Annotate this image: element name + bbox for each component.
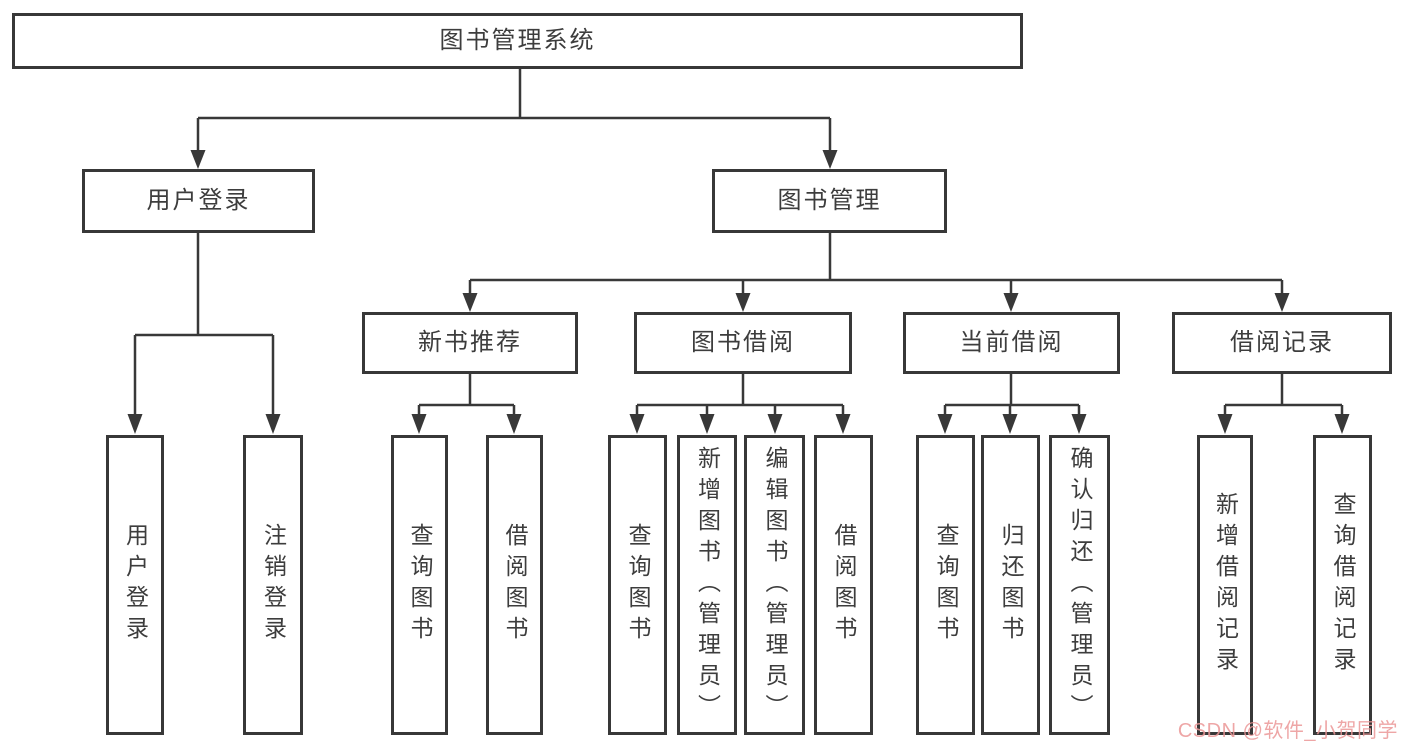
arrowhead — [265, 414, 281, 434]
edge-root-to-level2 — [190, 67, 838, 169]
arrowhead — [629, 414, 645, 434]
node-book-management: 图书管理 — [712, 169, 947, 233]
node-borrowing-records: 借阅记录 — [1172, 312, 1392, 374]
arrowhead — [822, 150, 838, 169]
arrowhead — [127, 414, 143, 434]
leaf-borrow-books-recommend: 借阅图书 — [486, 435, 543, 735]
node-library-management-system: 图书管理系统 — [12, 13, 1023, 69]
arrowhead — [699, 414, 715, 434]
node-label: 新增图书（管理员） — [694, 445, 721, 725]
node-book-borrowing: 图书借阅 — [634, 312, 852, 374]
node-label: 当前借阅 — [959, 329, 1064, 356]
edge-book-management-to-level3 — [462, 233, 1290, 312]
arrowhead — [1334, 414, 1350, 434]
edge-new-book-to-leaves — [411, 374, 522, 434]
edge-current-borrow-to-leaves — [937, 374, 1087, 434]
node-label: 确认归还（管理员） — [1067, 445, 1093, 725]
leaf-search-books-current: 查询图书 — [916, 435, 975, 735]
node-new-book-recommendation: 新书推荐 — [362, 312, 578, 374]
arrowhead — [1071, 414, 1087, 434]
edge-user-login-to-leaves — [127, 233, 281, 434]
arrowhead — [190, 150, 206, 169]
arrowhead — [1002, 414, 1018, 434]
node-label: 查询图书 — [933, 523, 959, 647]
node-label: 借阅记录 — [1230, 329, 1334, 356]
leaf-search-books-recommend: 查询图书 — [391, 435, 448, 735]
arrowhead — [1217, 414, 1233, 434]
node-label: 新增借阅记录 — [1212, 492, 1239, 678]
node-label: 用户登录 — [122, 523, 149, 647]
leaf-user-login: 用户登录 — [106, 435, 164, 735]
arrowhead — [1003, 293, 1019, 312]
arrowhead — [937, 414, 953, 434]
node-label: 图书借阅 — [691, 329, 795, 356]
edge-book-borrow-to-leaves — [629, 374, 851, 434]
arrowhead — [506, 414, 522, 434]
arrowhead — [462, 293, 478, 312]
edge-borrow-record-to-leaves — [1217, 374, 1350, 434]
node-label: 查询借阅记录 — [1330, 492, 1356, 678]
node-label: 图书管理系统 — [439, 27, 596, 54]
arrowhead — [411, 414, 427, 434]
node-label: 注销登录 — [260, 523, 287, 647]
arrowhead — [835, 414, 851, 434]
node-label: 用户登录 — [146, 187, 251, 214]
node-label: 编辑图书（管理员） — [762, 445, 788, 725]
leaf-return-books: 归还图书 — [981, 435, 1040, 735]
arrowhead — [767, 414, 783, 434]
leaf-add-books-admin: 新增图书（管理员） — [677, 435, 737, 735]
leaf-add-borrow-record: 新增借阅记录 — [1197, 435, 1253, 735]
node-label: 查询图书 — [625, 523, 651, 647]
node-current-borrowing: 当前借阅 — [903, 312, 1120, 374]
node-label: 查询图书 — [407, 523, 433, 647]
arrowhead — [1274, 293, 1290, 312]
leaf-logout: 注销登录 — [243, 435, 303, 735]
leaf-search-borrow-record: 查询借阅记录 — [1313, 435, 1372, 735]
leaf-confirm-return-admin: 确认归还（管理员） — [1049, 435, 1110, 735]
node-label: 归还图书 — [998, 523, 1024, 647]
node-label: 图书管理 — [777, 187, 882, 214]
leaf-borrow-books: 借阅图书 — [814, 435, 873, 735]
node-label: 借阅图书 — [502, 523, 528, 647]
node-label: 新书推荐 — [418, 329, 522, 356]
csdn-watermark: CSDN @软件_小贺同学 — [1177, 720, 1398, 742]
leaf-edit-books-admin: 编辑图书（管理员） — [744, 435, 805, 735]
node-label: 借阅图书 — [831, 523, 857, 647]
arrowhead — [735, 293, 751, 312]
leaf-search-books-borrow: 查询图书 — [608, 435, 667, 735]
node-user-login: 用户登录 — [82, 169, 315, 233]
